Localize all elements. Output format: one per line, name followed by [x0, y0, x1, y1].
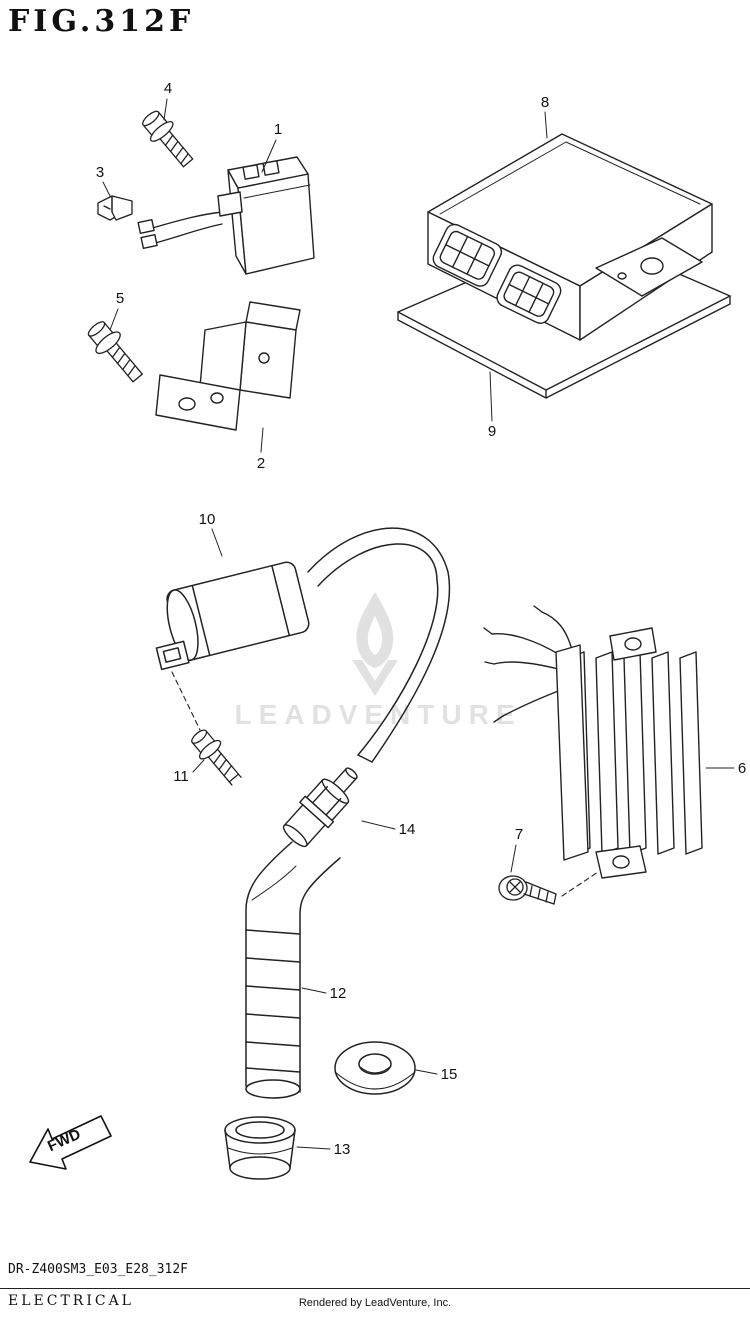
part-10-ignition-coil: [155, 527, 451, 763]
leadventure-watermark: LEADVENTURE: [234, 592, 521, 730]
part-15-grommet: [334, 1041, 416, 1095]
callout-7[interactable]: 7: [510, 826, 523, 873]
part-1-relay: [137, 156, 315, 275]
callout-13[interactable]: 13: [296, 1141, 351, 1158]
part-11-bolt: [191, 729, 242, 786]
part-12-spark-plug-boot: [245, 841, 341, 1099]
part-2-bracket: [155, 301, 301, 431]
footer-section-title: ELECTRICAL: [8, 1293, 134, 1309]
figure-title: FIG.312F: [8, 4, 195, 39]
footer-render-credit: Rendered by LeadVenture, Inc.: [298, 1297, 452, 1309]
svg-text:1: 1: [274, 121, 282, 138]
callout-4[interactable]: 4: [163, 80, 172, 121]
callout-1[interactable]: 1: [261, 121, 282, 173]
part-6-regulator-rectifier: [483, 605, 703, 879]
svg-text:12: 12: [330, 985, 347, 1002]
svg-text:6: 6: [738, 760, 746, 777]
part-14-plug-cap-joint: [282, 767, 358, 848]
callout-11[interactable]: 11: [173, 759, 205, 785]
callout-8[interactable]: 8: [541, 94, 549, 139]
part-4-bolt: [142, 110, 194, 168]
callout-6[interactable]: 6: [705, 760, 746, 777]
leadventure-watermark-text: LEADVENTURE: [234, 699, 521, 730]
part-7-screw: [498, 871, 599, 905]
svg-text:10: 10: [199, 511, 216, 528]
svg-text:2: 2: [257, 455, 265, 472]
part-13-rubber-cap: [224, 1116, 296, 1180]
callout-2[interactable]: 2: [257, 427, 265, 472]
svg-text:14: 14: [399, 821, 416, 838]
callout-15[interactable]: 15: [415, 1066, 458, 1083]
callout-14[interactable]: 14: [361, 820, 416, 838]
callout-5[interactable]: 5: [109, 290, 124, 331]
footer-part-code: DR-Z400SM3_E03_E28_312F: [8, 1262, 189, 1277]
svg-text:7: 7: [515, 826, 523, 843]
part-5-flange-bolt: [87, 321, 143, 383]
part-8-cdi-unit: [427, 133, 713, 341]
svg-text:9: 9: [488, 423, 496, 440]
svg-text:4: 4: [164, 80, 172, 97]
svg-text:15: 15: [441, 1066, 458, 1083]
svg-text:11: 11: [173, 768, 189, 785]
svg-text:5: 5: [116, 290, 124, 307]
svg-text:8: 8: [541, 94, 549, 111]
callout-9[interactable]: 9: [488, 371, 496, 440]
svg-text:3: 3: [96, 164, 104, 181]
footer-divider: [0, 1288, 750, 1289]
fwd-arrow: FWD: [29, 1115, 112, 1170]
svg-text:13: 13: [334, 1141, 351, 1158]
callout-12[interactable]: 12: [301, 985, 347, 1002]
callout-3[interactable]: 3: [96, 164, 111, 197]
part-3-connector: [97, 195, 133, 221]
leadventure-flame-icon: [352, 592, 398, 696]
callout-10[interactable]: 10: [199, 511, 223, 557]
